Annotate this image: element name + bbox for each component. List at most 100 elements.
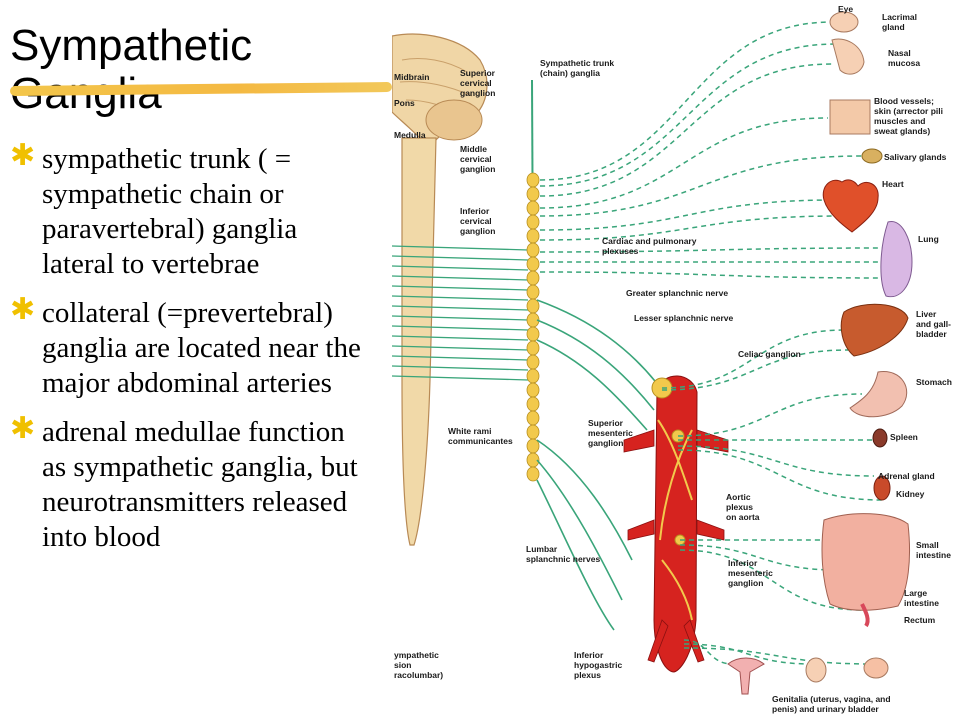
fiber-line <box>677 449 883 501</box>
label-kidney: Kidney <box>896 489 925 499</box>
label-celiac-ganglion: Celiac ganglion <box>738 349 801 359</box>
bullet-text: sympathetic trunk ( = sympathetic chain … <box>42 143 298 280</box>
fiber-line <box>679 549 863 611</box>
chain-ganglion <box>526 242 540 258</box>
spinal-nerve <box>392 325 529 331</box>
fiber-line <box>539 63 833 197</box>
spinal-nerve <box>392 365 529 371</box>
spinal-nerve <box>392 295 529 301</box>
chain-ganglion <box>526 340 540 356</box>
fiber-line <box>539 271 889 279</box>
chain-ganglion <box>526 284 540 300</box>
fiber-line <box>683 643 813 665</box>
aorta-illustration <box>623 375 729 673</box>
label-adrenal: Adrenal gland <box>878 471 935 481</box>
fiber-line <box>683 647 873 665</box>
label-sympathetic-trunk: Sympathetic trunk(chain) ganglia <box>540 58 614 78</box>
chain-ganglion <box>526 368 540 384</box>
chain-ganglion <box>526 466 540 482</box>
label-pons: Pons <box>394 98 415 108</box>
bullet-star-icon: ✱ <box>10 138 36 173</box>
spinal-nerve <box>392 315 529 321</box>
spinal-nerve <box>392 375 529 381</box>
fiber-line <box>677 445 875 477</box>
chain-ganglion <box>526 382 540 398</box>
bullet-text: adrenal medullae function as sympathetic… <box>42 416 358 553</box>
salivary-organ <box>861 148 883 164</box>
label-rectum: Rectum <box>904 615 936 625</box>
kidney-organ <box>873 475 891 501</box>
chain-ganglion <box>526 214 540 230</box>
brain-illustration <box>392 33 488 141</box>
spinal-nerve <box>392 285 529 291</box>
spinal-nerve <box>392 275 529 281</box>
chain-ganglion <box>526 256 540 272</box>
fiber-line <box>539 21 833 181</box>
fiber-line <box>661 329 845 389</box>
chain-ganglion <box>526 354 540 370</box>
fiber-line <box>539 247 887 253</box>
nose-organ <box>831 38 865 75</box>
skin-organ <box>829 99 871 135</box>
rectum-organ <box>860 603 870 628</box>
chain-ganglion <box>526 396 540 412</box>
spinal-nerve <box>392 265 529 271</box>
spinal-nerve <box>392 355 529 361</box>
sympathetic-chain-ganglia <box>526 172 540 482</box>
spinal-nerve <box>392 305 529 311</box>
organ-illustrations <box>727 11 913 695</box>
label-salivary: Salivary glands <box>884 152 947 162</box>
postganglionic-fibers <box>539 21 889 665</box>
eye-organ <box>829 11 859 33</box>
label-heart: Heart <box>882 179 904 189</box>
label-greater-splanchnic: Greater splanchnic nerve <box>626 288 728 298</box>
bullet-item: ✱adrenal medullae function as sympatheti… <box>10 411 370 555</box>
heart-organ <box>822 179 879 233</box>
liver-organ <box>840 303 909 357</box>
spinal-cord <box>401 137 437 546</box>
genital-organ <box>805 657 827 683</box>
fiber-line <box>539 199 837 231</box>
chain-ganglion <box>526 200 540 216</box>
chain-ganglion <box>526 298 540 314</box>
bullet-text: collateral (=prevertebral) ganglia are l… <box>42 297 361 399</box>
stomach-organ <box>849 371 908 418</box>
chain-ganglion <box>526 438 540 454</box>
label-lung: Lung <box>918 234 939 244</box>
title-line-1: Sympathetic <box>10 21 253 70</box>
fiber-line <box>677 393 863 437</box>
label-eye: Eye <box>838 4 853 14</box>
slide-title: Sympathetic Ganglia <box>10 22 340 118</box>
bullet-item: ✱collateral (=prevertebral) ganglia are … <box>10 292 370 401</box>
chain-ganglion <box>526 172 540 188</box>
bullet-star-icon: ✱ <box>10 292 36 327</box>
chain-ganglion <box>526 186 540 202</box>
lung-organ <box>880 221 913 298</box>
chain-ganglion <box>526 410 540 426</box>
spinal-nerve <box>392 335 529 341</box>
label-medulla: Medulla <box>394 130 426 140</box>
label-stomach: Stomach <box>916 377 952 387</box>
spinal-nerve <box>392 245 529 251</box>
chain-ganglion <box>526 228 540 244</box>
intestine-organ <box>821 513 910 611</box>
spinal-nerve <box>392 345 529 351</box>
label-lesser-splanchnic: Lesser splanchnic nerve <box>634 313 733 323</box>
label-midbrain: Midbrain <box>394 72 429 82</box>
